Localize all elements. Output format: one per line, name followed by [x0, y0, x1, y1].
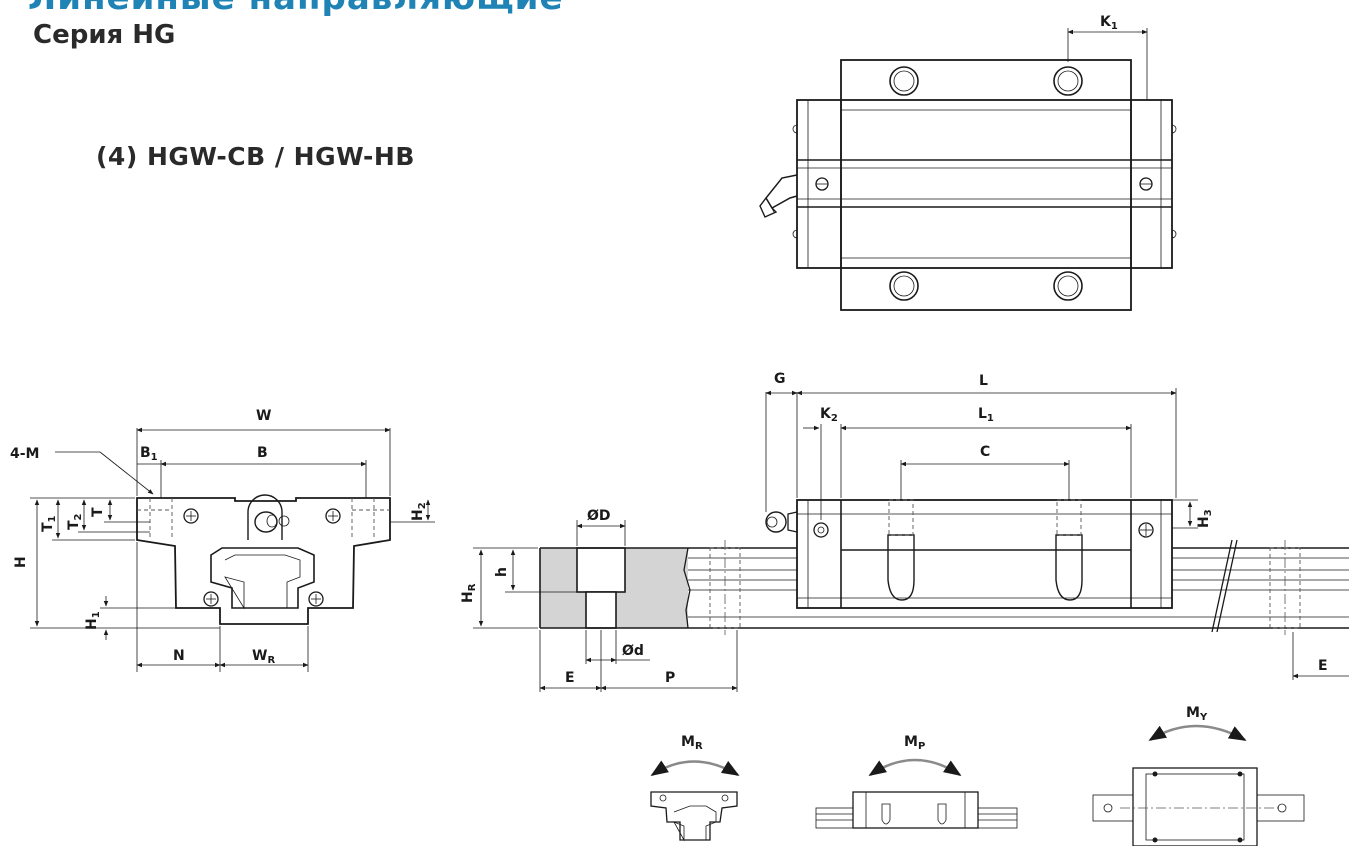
dim-k1-label: K1	[1100, 14, 1118, 32]
dim-4m-label: 4-M	[10, 446, 39, 462]
bolt-icon	[325, 508, 341, 524]
moment-mp-label: MP	[904, 734, 925, 752]
dim-g-label: G	[774, 371, 786, 387]
mount-hole-icon	[1053, 271, 1083, 301]
side-view	[473, 388, 1349, 692]
mount-hole-icon	[889, 271, 919, 301]
dim-p-label: P	[665, 670, 675, 686]
grease-nipple-icon	[765, 511, 798, 533]
dim-c-label: C	[980, 444, 990, 460]
dim-h1-label: H1	[84, 611, 102, 630]
bolt-icon	[183, 508, 199, 524]
moment-roll-icon	[650, 760, 740, 842]
dim-h-small-label: h	[494, 567, 510, 577]
top-view	[759, 28, 1177, 311]
grease-nipple-icon	[247, 494, 283, 540]
series-title: Серия HG	[33, 20, 176, 50]
moment-pitch-icon	[815, 758, 1018, 829]
dim-e-left-label: E	[565, 670, 575, 686]
page-title: Линейные направляющие	[28, 0, 564, 18]
dim-hr-label: HR	[460, 583, 478, 603]
dim-od-label: ØD	[587, 508, 611, 524]
moment-my-label: MY	[1186, 705, 1208, 723]
dim-n-label: N	[173, 648, 185, 664]
mount-hole-icon	[889, 66, 919, 96]
dim-h3-label: H3	[1196, 509, 1214, 528]
moment-yaw-icon	[1092, 724, 1305, 846]
dim-w-label: W	[256, 408, 271, 424]
dim-k2-label: K2	[820, 406, 838, 424]
dim-b-label: B	[257, 445, 268, 461]
grease-nipple-icon	[759, 174, 798, 218]
dim-l1-label: L1	[978, 406, 994, 424]
bolt-icon	[203, 591, 219, 607]
front-view	[30, 427, 435, 672]
dim-od-small-label: Ød	[622, 643, 644, 659]
dim-h2-label: H2	[410, 502, 428, 521]
dim-wr-label: WR	[252, 648, 275, 666]
dim-h-label: H	[13, 556, 29, 568]
moment-mr-label: MR	[681, 734, 703, 752]
dim-e-right-label: E	[1318, 658, 1328, 674]
dim-b1-label: B1	[140, 445, 158, 463]
mount-hole-icon	[1053, 66, 1083, 96]
dim-t2-label: T2	[66, 513, 84, 530]
model-title: (4) HGW-CB / HGW-HB	[96, 142, 415, 171]
dim-t1-label: T1	[40, 515, 58, 532]
dim-l-label: L	[979, 373, 988, 389]
dim-t-label: T	[90, 507, 106, 517]
bolt-icon	[308, 591, 324, 607]
